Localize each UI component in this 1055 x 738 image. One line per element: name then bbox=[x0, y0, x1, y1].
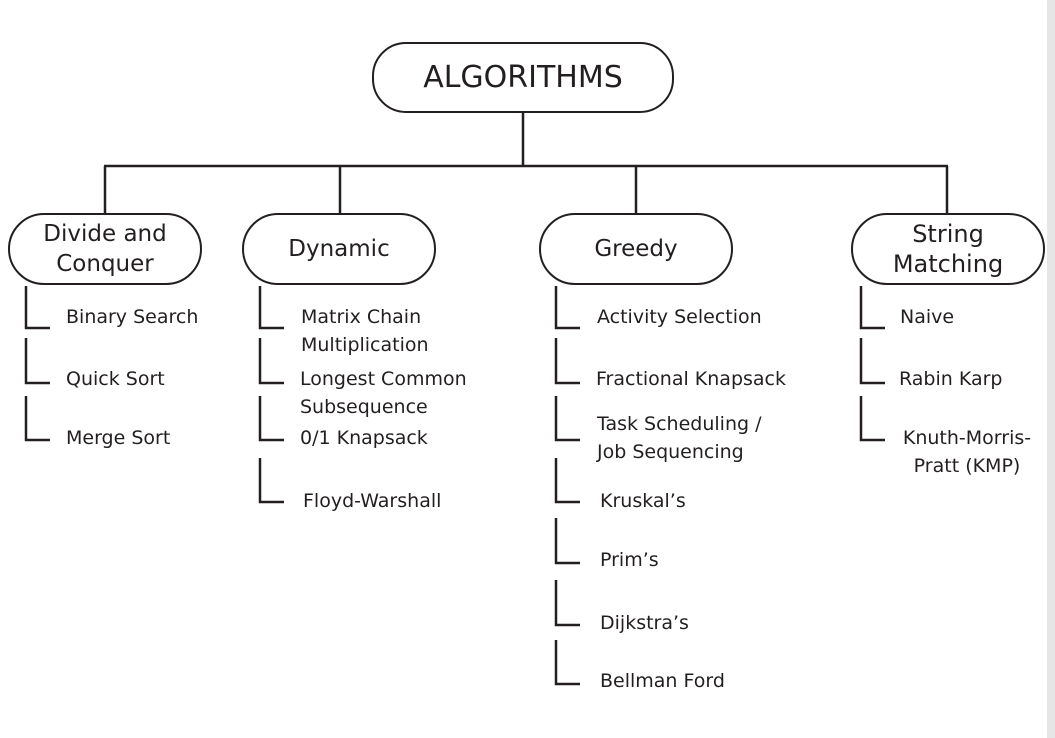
item-quick-sort: Quick Sort bbox=[66, 368, 165, 390]
window-edge bbox=[1047, 0, 1055, 738]
bracket-task-scheduling bbox=[554, 396, 580, 442]
item-merge-sort: Merge Sort bbox=[66, 427, 171, 449]
item-bellman-ford: Bellman Ford bbox=[600, 670, 725, 692]
item-longest-common-subsequence: Longest Common Subsequence bbox=[300, 368, 467, 418]
bracket-fractional-knapsack bbox=[554, 338, 580, 385]
item-binary-search: Binary Search bbox=[66, 306, 199, 328]
item-task-scheduling: Task Scheduling / Job Sequencing bbox=[597, 413, 762, 463]
category-divide-and-conquer: Divide and Conquer bbox=[8, 213, 202, 285]
bracket-rabin-karp bbox=[859, 338, 885, 385]
category-greedy: Greedy bbox=[539, 213, 733, 285]
category-label: Greedy bbox=[594, 236, 678, 262]
item-prim: Prim’s bbox=[600, 549, 659, 571]
item-rabin-karp: Rabin Karp bbox=[899, 368, 1003, 390]
root-label: ALGORITHMS bbox=[423, 60, 623, 95]
bracket-naive bbox=[859, 286, 885, 330]
bracket-merge-sort bbox=[24, 396, 50, 442]
item-floyd-warshall: Floyd-Warshall bbox=[303, 490, 442, 512]
item-kruskal: Kruskal’s bbox=[600, 490, 686, 512]
category-dynamic: Dynamic bbox=[242, 213, 436, 285]
bracket-floyd-warshall bbox=[258, 458, 284, 504]
item-fractional-knapsack: Fractional Knapsack bbox=[596, 368, 786, 390]
item-matrix-chain-multiplication: Matrix Chain Multiplication bbox=[301, 306, 429, 356]
root-node: ALGORITHMS bbox=[372, 42, 674, 113]
bracket-binary-search bbox=[24, 286, 50, 330]
bracket-prim bbox=[554, 518, 580, 565]
item-activity-selection: Activity Selection bbox=[597, 306, 762, 328]
bracket-dijkstra bbox=[554, 580, 580, 627]
item-kmp: Knuth-Morris- Pratt (KMP) bbox=[902, 427, 1032, 477]
bracket-knapsack-01 bbox=[258, 396, 284, 442]
bracket-matrix-chain bbox=[258, 286, 284, 330]
bracket-kmp bbox=[859, 396, 885, 442]
bracket-kruskal bbox=[554, 458, 580, 504]
bracket-bellman-ford bbox=[554, 640, 580, 686]
category-string-matching: String Matching bbox=[851, 213, 1045, 285]
item-naive: Naive bbox=[900, 306, 955, 328]
category-label: Divide and Conquer bbox=[43, 221, 167, 277]
bracket-activity-selection bbox=[554, 286, 580, 330]
item-01-knapsack: 0/1 Knapsack bbox=[300, 427, 428, 449]
category-label: String Matching bbox=[892, 220, 1004, 278]
category-label: Dynamic bbox=[288, 236, 390, 262]
bracket-quick-sort bbox=[24, 338, 50, 385]
bracket-lcs bbox=[258, 338, 284, 385]
item-dijkstra: Dijkstra’s bbox=[600, 612, 689, 634]
